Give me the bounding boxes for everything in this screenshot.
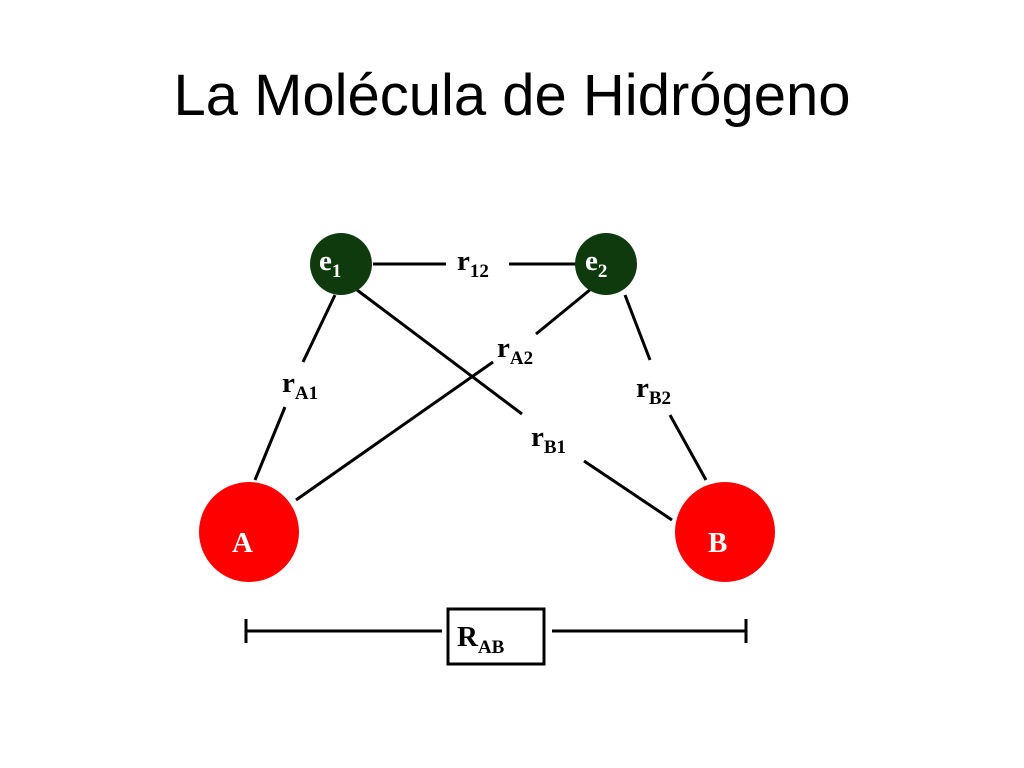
- nucleus-a-circle: [199, 482, 299, 582]
- edge-ra2-upper-line: [535, 287, 592, 336]
- label-ra1: rA1: [282, 367, 318, 404]
- electron-e1-label: e1: [319, 245, 341, 282]
- label-r12: r12: [457, 245, 489, 282]
- edge-rb2-upper-line: [623, 294, 652, 361]
- electron-e1-circle: [310, 233, 372, 295]
- nucleus-b-label: B: [708, 527, 727, 559]
- electron-e2-label: e2: [585, 245, 607, 282]
- slide-title: La Molécula de Hidrógeno: [173, 63, 851, 128]
- edge-ra2-lower-line: [295, 360, 494, 502]
- electron-e2-circle: [575, 233, 637, 295]
- label-rab: RAB: [457, 621, 505, 658]
- edge-rb1-lower-line: [583, 459, 673, 522]
- edge-ra1-lower-line: [253, 406, 287, 481]
- nucleus-a-label: A: [232, 527, 253, 559]
- edge-rb2-lower-line: [668, 414, 708, 481]
- label-rb2: rB2: [636, 372, 671, 409]
- rab-label-box: [446, 607, 546, 666]
- edge-rb1-upper-line: [356, 288, 523, 416]
- label-ra2: rA2: [497, 332, 533, 369]
- edge-ra1-upper-line: [301, 294, 337, 363]
- nucleus-b-circle: [675, 482, 775, 582]
- label-rb1: rB1: [531, 421, 566, 458]
